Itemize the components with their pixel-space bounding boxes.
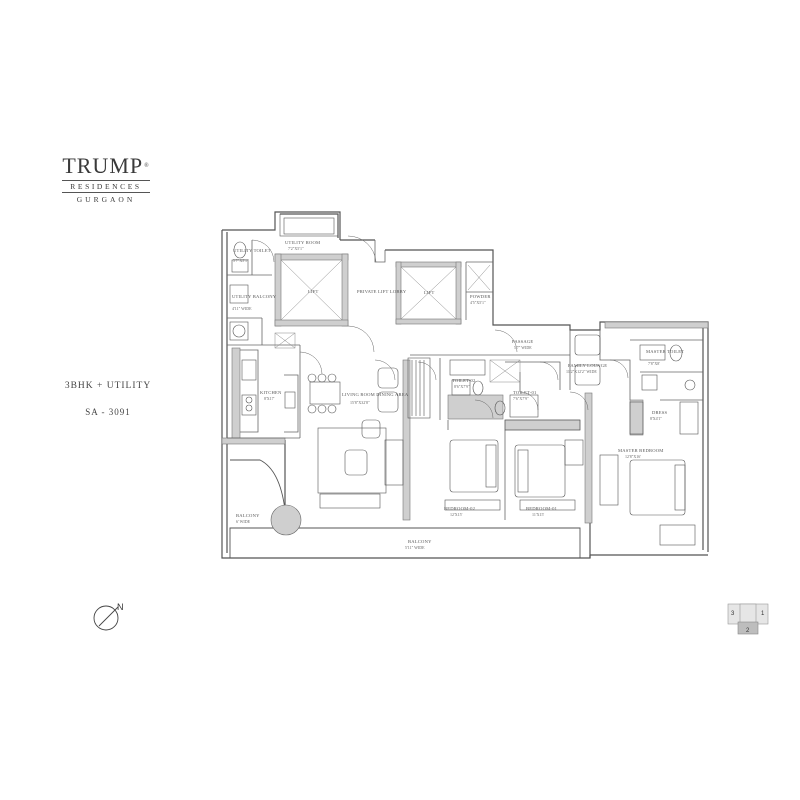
room-labels: UTILITY TOILET 5'7"X5'1" UTILITY ROOM 7'… [232,240,684,550]
dim-bedroom-2: 12'X15' [450,512,463,517]
unit-type: 3BHK + UTILITY [64,381,152,391]
dim-balcony-front: 5'11" WIDE [405,545,425,550]
registered-mark: ® [144,163,150,169]
key-plan-cell-3: 3 [731,611,735,617]
interior-walls [227,240,703,520]
logo-residences: RESIDENCES [62,180,150,193]
label-balcony-side: BALCONY [236,513,260,518]
dim-powder: 4'5"X5'1" [470,300,486,305]
dim-kitchen: 8'X17' [264,396,275,401]
balcony-edges [229,459,581,558]
label-kitchen: KITCHEN [260,390,282,395]
label-master-bedroom: MASTER BEDROOM [618,448,664,453]
dim-balcony-side: 6' WIDE [236,519,251,524]
dim-utility-balcony: 4'11" WIDE [232,306,252,311]
dim-utility-room: 7'2"X5'1" [288,246,304,251]
label-bedroom-2: BEDROOM-02 [444,506,476,511]
key-plan: 3 1 2 [727,603,769,635]
key-plan-highlight [737,621,759,635]
dim-living-dining: 15'8"X32'8" [350,400,370,405]
dim-bedroom-1: 11'X15' [532,512,544,517]
furniture [229,213,699,546]
label-toilet-1: TOILET-01 [513,390,537,395]
north-pointer-icon [98,606,119,627]
dim-utility-toilet: 5'7"X5'1" [233,258,249,263]
dim-toilet-1: 7'6"X7'9" [513,396,529,401]
label-passage: PASSAGE [512,339,533,344]
label-utility-balcony: UTILITY BALCONY [232,294,277,299]
north-arrow: N [93,602,124,631]
label-living-dining: LIVING ROOM DINING AREA [342,392,409,397]
key-plan-cell-1: 1 [761,611,765,617]
label-private-lift-lobby: PRIVATE LIFT LOBBY [357,289,407,294]
dim-master-toilet: 7'8"X8' [648,361,660,366]
label-balcony-front: BALCONY [408,539,432,544]
logo-brand: TRUMP® [62,153,150,178]
label-toilet-2: TOILET-02 [452,378,476,383]
label-utility-room: UTILITY ROOM [285,240,320,245]
dim-passage: 5'7" WIDE [514,345,532,350]
label-master-toilet: MASTER TOILET [646,349,684,354]
logo-location: GURGAON [76,195,136,204]
trump-residences-logo: TRUMP® RESIDENCES GURGAON [56,154,156,204]
dim-dress: 8'X4'1" [650,416,662,421]
label-utility-toilet: UTILITY TOILET [233,248,271,253]
label-lift-1: LIFT [308,289,319,294]
dim-master-bedroom: 12'8"X16' [625,454,641,459]
compass-circle-icon [93,605,119,631]
north-label: N [117,602,124,612]
lift-shafts [274,259,521,383]
label-lift-2: LIFT [424,290,435,295]
label-dress: DRESS [652,410,668,415]
structural-walls [221,253,709,524]
dim-family-lounge: 11'2"X12'2" WIDE [566,369,597,374]
key-plan-cell-2: 2 [746,628,750,634]
super-area: SA - 3091 [85,407,131,417]
label-powder: POWDER [470,294,491,299]
label-family-lounge: FAMILY LOUNGE [568,363,607,368]
label-bedroom-1: BEDROOM-01 [526,506,558,511]
dim-toilet-2: 8'6"X7'9" [454,384,470,389]
